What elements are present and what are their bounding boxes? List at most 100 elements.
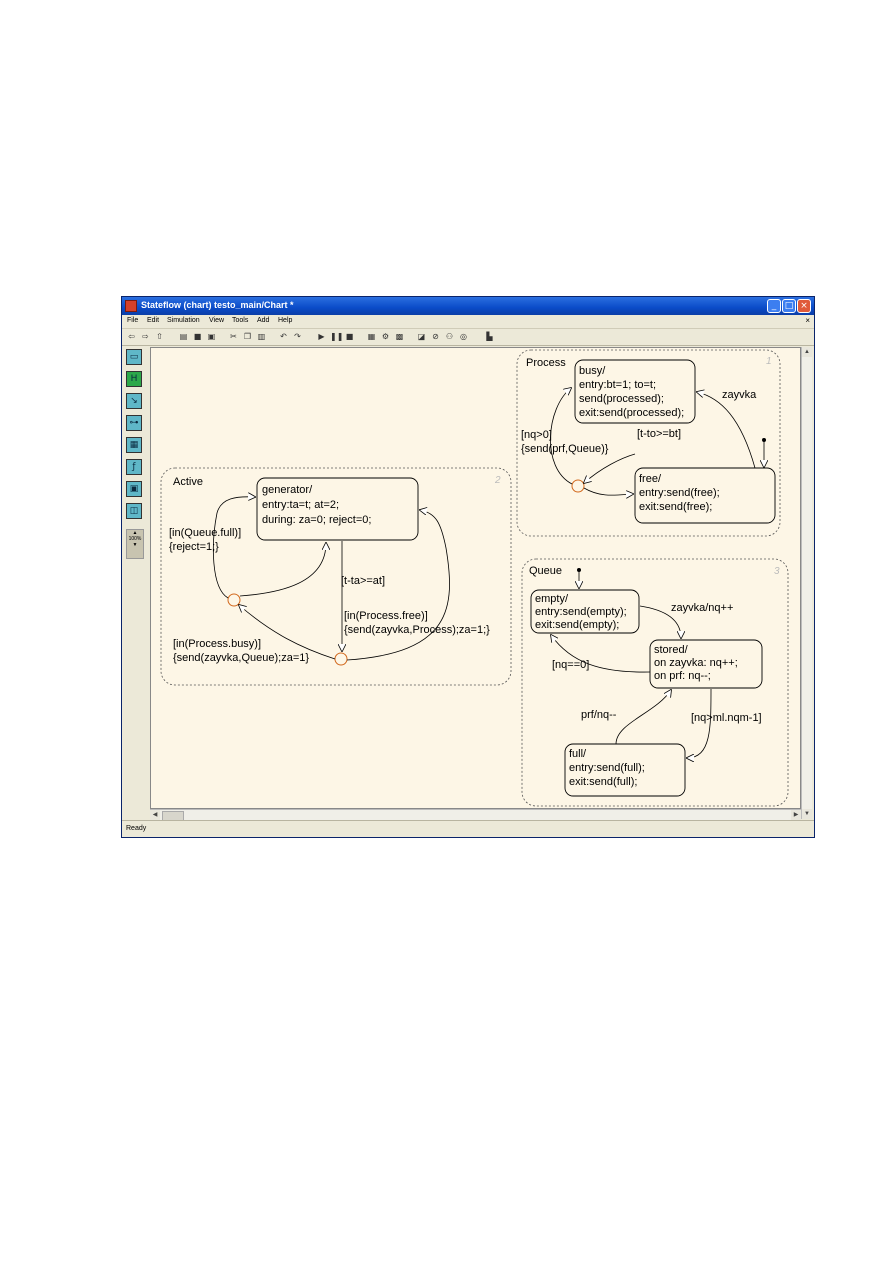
transition-junction-to-generator[interactable] (239, 543, 326, 597)
scroll-up-icon[interactable]: ▲ (802, 347, 812, 357)
connective-junction-icon[interactable]: ⊶ (126, 415, 142, 431)
label-nq-zero: [nq==0] (552, 659, 589, 671)
zoom-level: 100% (128, 536, 142, 542)
matlab-logo-icon (125, 300, 137, 312)
process-region-number: 1 (766, 356, 772, 367)
zoom-out-icon[interactable]: ▼ (132, 542, 138, 548)
menu-edit[interactable]: Edit (147, 317, 160, 324)
forward-arrow-icon[interactable]: ⇨ (142, 332, 149, 341)
zoom-control[interactable]: ▲ 100% ▼ (126, 529, 144, 559)
stored-state[interactable] (649, 639, 763, 689)
process-region[interactable] (516, 349, 781, 537)
transition-full-to-stored[interactable] (615, 690, 671, 745)
free-state[interactable] (634, 467, 776, 524)
stored-state-label: stored/ (654, 644, 689, 656)
truth-table-icon[interactable]: ▦ (126, 437, 142, 453)
horizontal-scrollbar[interactable]: ◀ ▶ (150, 809, 801, 821)
close-button[interactable]: × (797, 299, 811, 313)
menu-file[interactable]: File (127, 317, 139, 324)
transition-stored-to-full[interactable] (687, 688, 712, 758)
empty-state[interactable] (530, 589, 640, 634)
scroll-right-icon[interactable]: ▶ (791, 810, 801, 820)
free-exit-action: exit:send(free); (639, 501, 712, 513)
open-folder-icon[interactable]: ▤ (179, 332, 188, 341)
history-junction-icon[interactable]: H (126, 371, 142, 387)
cut-icon[interactable]: ✂ (230, 332, 237, 341)
menu-add[interactable]: Add (257, 317, 270, 324)
target-icon[interactable]: ◎ (460, 332, 467, 341)
embedded-function-icon[interactable]: ▣ (126, 481, 142, 497)
queue-region[interactable] (521, 558, 789, 807)
transition-busy-to-junction[interactable] (584, 453, 636, 483)
title-bar[interactable]: Stateflow (chart) testo_main/Chart * _ □… (122, 297, 814, 315)
transition-free[interactable] (346, 510, 450, 661)
pause-icon[interactable]: ❚❚ (330, 332, 344, 341)
default-transition-icon[interactable]: ↘ (126, 393, 142, 409)
redo-icon[interactable]: ↷ (294, 332, 301, 341)
generator-state-label: generator/ (262, 484, 313, 496)
debug-icon[interactable]: ◪ (417, 332, 426, 341)
simulink-icon[interactable]: ▙ (486, 332, 493, 341)
active-region[interactable] (160, 467, 512, 686)
empty-exit-action: exit:send(empty); (535, 619, 619, 631)
menu-close-icon[interactable]: × (805, 316, 810, 325)
busy-state[interactable] (574, 359, 696, 424)
play-icon[interactable]: ▶ (318, 332, 325, 341)
transition-full-to-generator[interactable] (212, 497, 255, 599)
label-in-process-free: [in(Process.free)] (344, 610, 428, 622)
generator-state[interactable] (256, 477, 419, 541)
build-icon[interactable]: ▦ (367, 332, 376, 341)
process-junction[interactable] (571, 479, 585, 493)
chart-canvas[interactable]: Active 2 generator/ entry:ta=t; at=2; du… (150, 347, 801, 809)
left-junction[interactable] (227, 593, 241, 607)
no-entry-icon[interactable]: ⊘ (432, 332, 439, 341)
menu-bar: File Edit Simulation View Tools Add Help… (122, 315, 814, 327)
stop-icon[interactable]: ■ (345, 332, 354, 341)
label-send-prf: {send(prf,Queue)} (521, 443, 609, 455)
save-icon[interactable]: ■ (193, 332, 202, 341)
busy-send-action: send(processed); (579, 393, 664, 405)
zoom-in-icon[interactable]: ▲ (132, 530, 138, 536)
full-entry-action: entry:send(full); (569, 762, 645, 774)
binoculars-icon[interactable]: ⚇ (445, 332, 454, 341)
back-arrow-icon[interactable]: ⇦ (128, 332, 135, 341)
vertical-scrollbar[interactable]: ▲ ▼ (801, 347, 812, 819)
undo-icon[interactable]: ↶ (280, 332, 287, 341)
label-send-zayvka-process: {send(zayvka,Process);za=1;} (344, 624, 490, 636)
menu-view[interactable]: View (209, 317, 225, 324)
full-exit-action: exit:send(full); (569, 776, 637, 788)
paste-icon[interactable]: ▥ (257, 332, 266, 341)
transition-stored-to-empty[interactable] (551, 635, 651, 673)
box-tool-icon[interactable]: ◫ (126, 503, 142, 519)
up-arrow-icon[interactable]: ⇧ (156, 332, 163, 341)
generator-during-action: during: za=0; reject=0; (262, 514, 371, 526)
transition-empty-to-stored[interactable] (639, 605, 681, 638)
generator-entry-action: entry:ta=t; at=2; (262, 499, 339, 511)
state-tool-icon[interactable]: ▭ (126, 349, 142, 365)
active-region-name: Active (173, 476, 203, 488)
menu-help[interactable]: Help (278, 317, 293, 324)
settings-icon[interactable]: ⚙ (381, 332, 390, 341)
copy-icon[interactable]: ❐ (243, 332, 252, 341)
scroll-left-icon[interactable]: ◀ (150, 810, 160, 820)
scroll-down-icon[interactable]: ▼ (802, 809, 812, 819)
stored-on-zayvka: on zayvka: nq++; (654, 657, 738, 669)
menu-tools[interactable]: Tools (232, 317, 249, 324)
transition-junction-to-free[interactable] (583, 487, 633, 495)
model-explorer-icon[interactable]: ▩ (395, 332, 404, 341)
transition-busy[interactable] (239, 605, 336, 660)
minimize-button[interactable]: _ (767, 299, 781, 313)
transition-free-to-busy[interactable] (697, 392, 756, 469)
bottom-junction[interactable] (334, 652, 348, 666)
label-time-condition: [t-ta>=at] (341, 575, 385, 587)
transition-nq-to-busy[interactable] (550, 388, 572, 485)
maximize-button[interactable]: □ (782, 299, 796, 313)
status-text: Ready (126, 825, 147, 832)
menu-simulation[interactable]: Simulation (167, 317, 200, 324)
print-icon[interactable]: ▣ (207, 332, 216, 341)
empty-state-label: empty/ (535, 593, 569, 605)
busy-exit-action: exit:send(processed); (579, 407, 684, 419)
label-zayvka-nq-inc: zayvka/nq++ (671, 602, 733, 614)
function-icon[interactable]: ƒ (126, 459, 142, 475)
full-state[interactable] (564, 743, 686, 797)
